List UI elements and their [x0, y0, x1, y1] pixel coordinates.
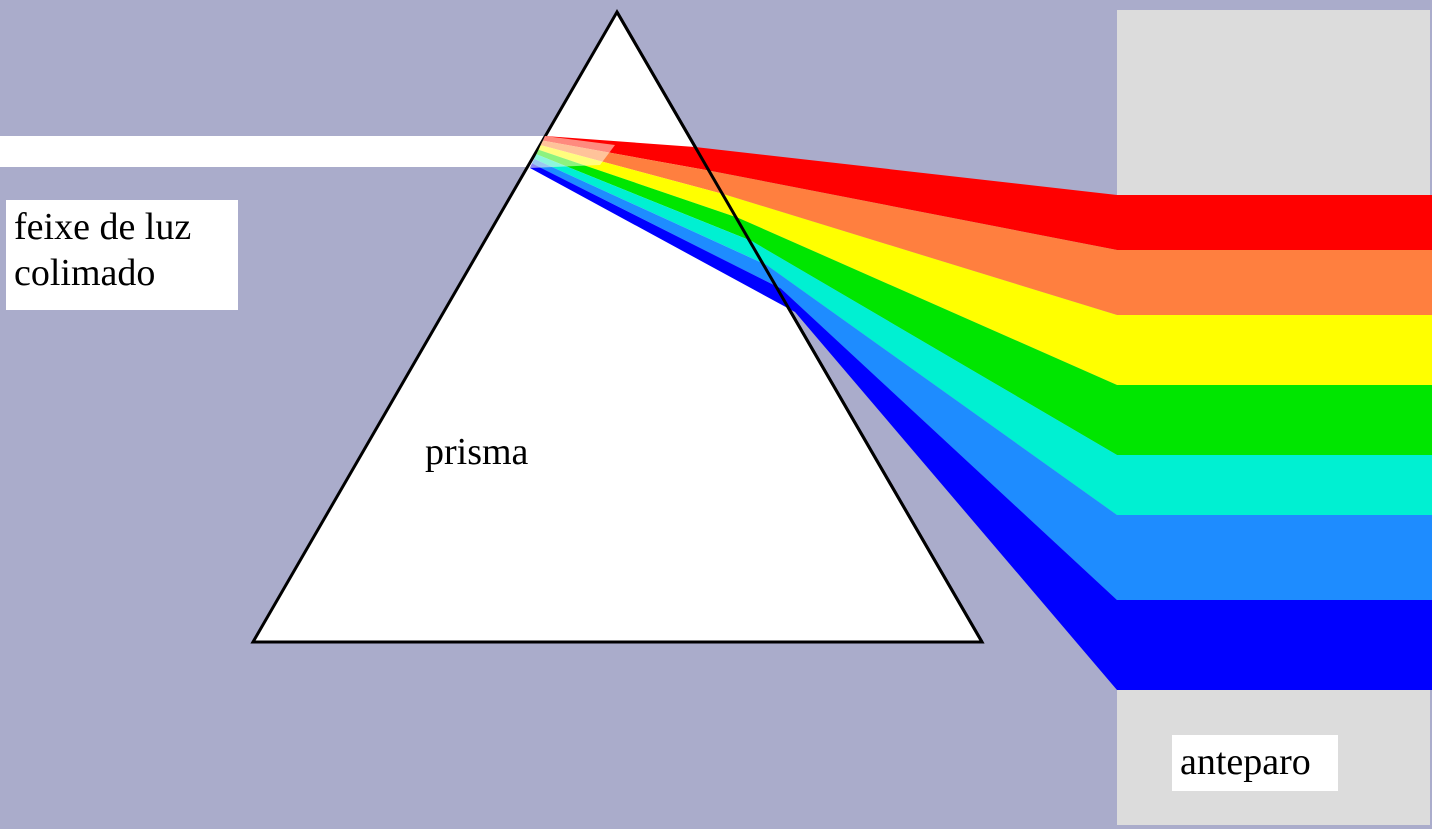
beam-label: feixe de luz colimado — [6, 200, 238, 310]
beam-label-line2: colimado — [14, 250, 238, 296]
incoming-light-beam — [0, 136, 545, 167]
prism-label: prisma — [425, 430, 528, 474]
screen-label: anteparo — [1172, 735, 1338, 791]
beam-label-line1: feixe de luz — [14, 204, 238, 250]
